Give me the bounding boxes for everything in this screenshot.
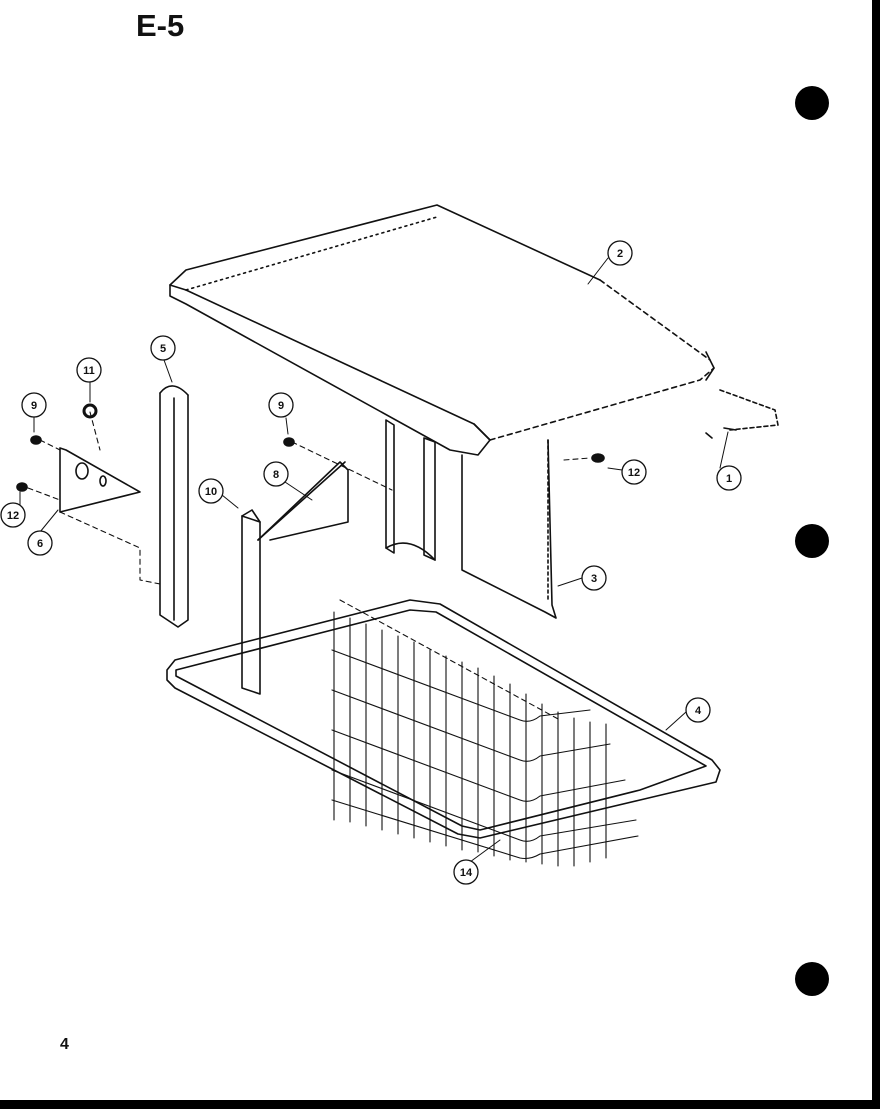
callout-circle: [198, 478, 224, 504]
callout-9-center: 9: [268, 392, 294, 418]
callout-label: 1: [726, 473, 732, 485]
condenser-coil: [331, 611, 639, 867]
callout-circle: [150, 335, 176, 361]
callout-4: 4: [685, 697, 711, 723]
callout-circle: [581, 565, 607, 591]
support-post: [241, 509, 261, 695]
callout-label: 2: [617, 248, 623, 260]
callout-label: 9: [31, 400, 37, 412]
callout-11: 11: [76, 357, 102, 383]
callout-circle: [0, 502, 26, 528]
callout-label: 11: [83, 365, 95, 377]
callout-circle: [263, 461, 289, 487]
callout-label: 8: [273, 469, 279, 481]
callout-circle: [607, 240, 633, 266]
scan-edge-bottom: [0, 1100, 880, 1109]
binder-hole-bottom: [795, 962, 829, 996]
callout-6: 6: [27, 530, 53, 556]
callout-label: 6: [37, 538, 43, 550]
callout-label: 14: [460, 867, 473, 879]
right-bracket: [705, 389, 779, 439]
callout-label: 10: [205, 486, 217, 498]
callout-14: 14: [453, 859, 479, 885]
callout-2: 2: [607, 240, 633, 266]
callout-12-left: 12: [0, 502, 26, 528]
fasteners: [16, 403, 605, 492]
callout-8: 8: [263, 461, 289, 487]
callout-circle: [621, 459, 647, 485]
callout-label: 12: [7, 510, 19, 522]
callout-3: 3: [581, 565, 607, 591]
callout-5: 5: [150, 335, 176, 361]
callout-circle: [685, 697, 711, 723]
brace: [257, 461, 349, 541]
callout-circle: [27, 530, 53, 556]
callout-label: 4: [695, 705, 702, 717]
page-number: 4: [60, 1036, 69, 1053]
callout-circle: [21, 392, 47, 418]
callout-circle: [716, 465, 742, 491]
callout-label: 3: [591, 573, 597, 585]
callout-label: 5: [160, 343, 166, 355]
rear-panel: [385, 419, 557, 619]
callout-label: 12: [628, 467, 640, 479]
side-bracket: [59, 447, 141, 513]
corner-post: [159, 385, 189, 628]
callout-label: 9: [278, 400, 284, 412]
callout-10: 10: [198, 478, 224, 504]
callout-1: 1: [716, 465, 742, 491]
scan-edge-right: [872, 0, 880, 1109]
leader-lines: [27, 411, 591, 721]
binder-hole-middle: [795, 524, 829, 558]
top-cover: [169, 204, 715, 456]
callout-9-left: 9: [21, 392, 47, 418]
page-title: E-5: [136, 8, 185, 43]
callout-12-right: 12: [621, 459, 647, 485]
base-pan: [166, 599, 721, 839]
binder-hole-top: [795, 86, 829, 120]
callout-circle: [268, 392, 294, 418]
callout-leaders: [19, 257, 729, 863]
callout-circle: [453, 859, 479, 885]
callout-circle: [76, 357, 102, 383]
